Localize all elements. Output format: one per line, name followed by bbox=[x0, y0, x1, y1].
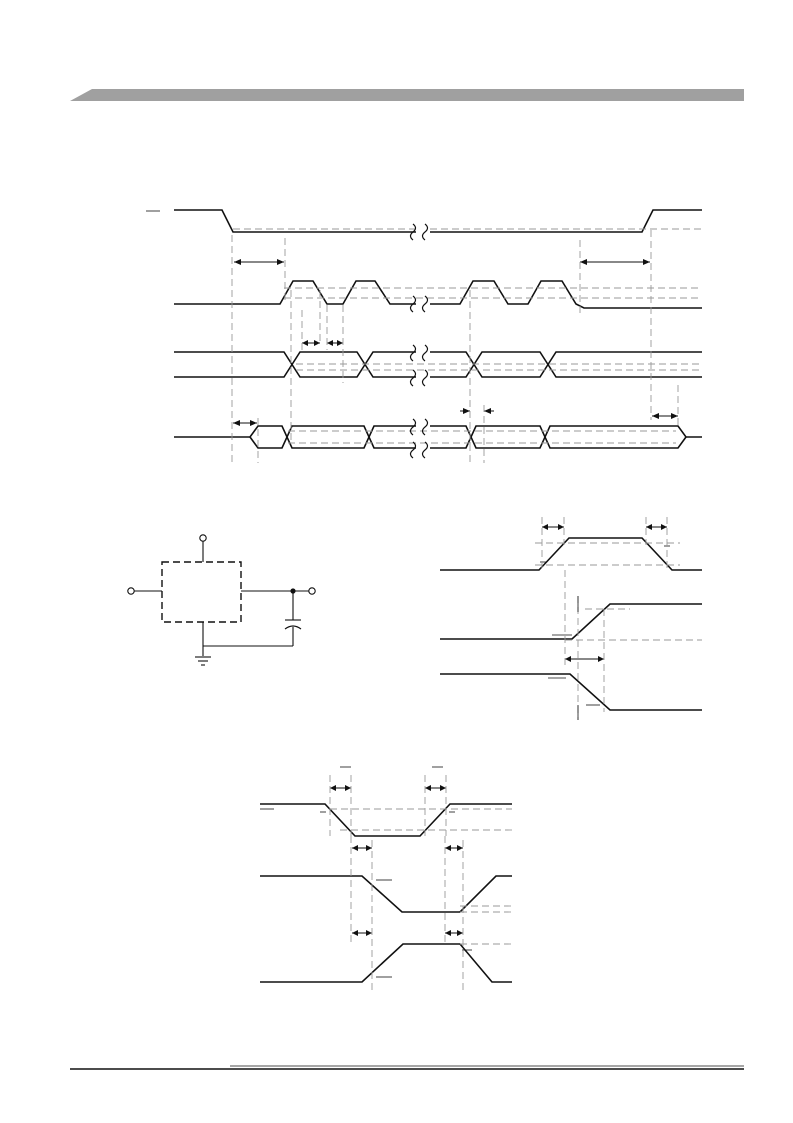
waveform-1 bbox=[174, 209, 416, 233]
device-box bbox=[161, 561, 242, 623]
output-terminal bbox=[308, 587, 316, 595]
spi-timing-diagram bbox=[146, 209, 702, 463]
waveform-4 bbox=[174, 425, 702, 449]
setup-arrow bbox=[329, 775, 352, 836]
propagation-delay-arrow bbox=[565, 656, 604, 662]
timing-arrow-5 bbox=[233, 420, 257, 426]
input-terminal bbox=[127, 587, 135, 595]
fall-time-arrow bbox=[645, 517, 668, 570]
disable-arrow-2 bbox=[352, 930, 372, 936]
enable-arrow-2 bbox=[445, 930, 463, 936]
timing-arrow-1 bbox=[234, 259, 284, 265]
output-2 bbox=[260, 943, 512, 983]
timing-arrow-2 bbox=[580, 259, 650, 265]
control-input bbox=[260, 803, 512, 837]
rise-time-arrow bbox=[541, 517, 565, 570]
ground-icon bbox=[195, 656, 211, 666]
input-pulse bbox=[440, 537, 702, 571]
waveform-3 bbox=[174, 351, 702, 378]
timing-arrow-6 bbox=[460, 408, 494, 414]
output-rising bbox=[440, 603, 702, 640]
footer-rule bbox=[70, 1065, 744, 1070]
reference-lines bbox=[231, 230, 679, 463]
supply-terminal bbox=[199, 534, 207, 542]
enable-disable-timing-diagram bbox=[260, 766, 512, 990]
disable-arrow-1 bbox=[352, 845, 372, 851]
capacitor-plate-bottom bbox=[284, 625, 302, 630]
waveform-1-cont bbox=[430, 209, 702, 233]
propagation-timing-diagram bbox=[440, 517, 702, 720]
header-bar bbox=[70, 89, 744, 101]
break-marks bbox=[409, 223, 429, 459]
timing-arrow-3 bbox=[302, 340, 320, 346]
output-1 bbox=[260, 875, 512, 913]
timing-arrow-7 bbox=[652, 413, 678, 419]
waveform-2-cont bbox=[430, 280, 702, 309]
test-load-schematic bbox=[127, 534, 316, 666]
timing-arrow-4 bbox=[327, 340, 343, 346]
output-falling bbox=[440, 673, 702, 711]
enable-arrow-1 bbox=[445, 845, 463, 851]
waveform-2 bbox=[174, 280, 416, 305]
hold-arrow bbox=[424, 775, 447, 836]
